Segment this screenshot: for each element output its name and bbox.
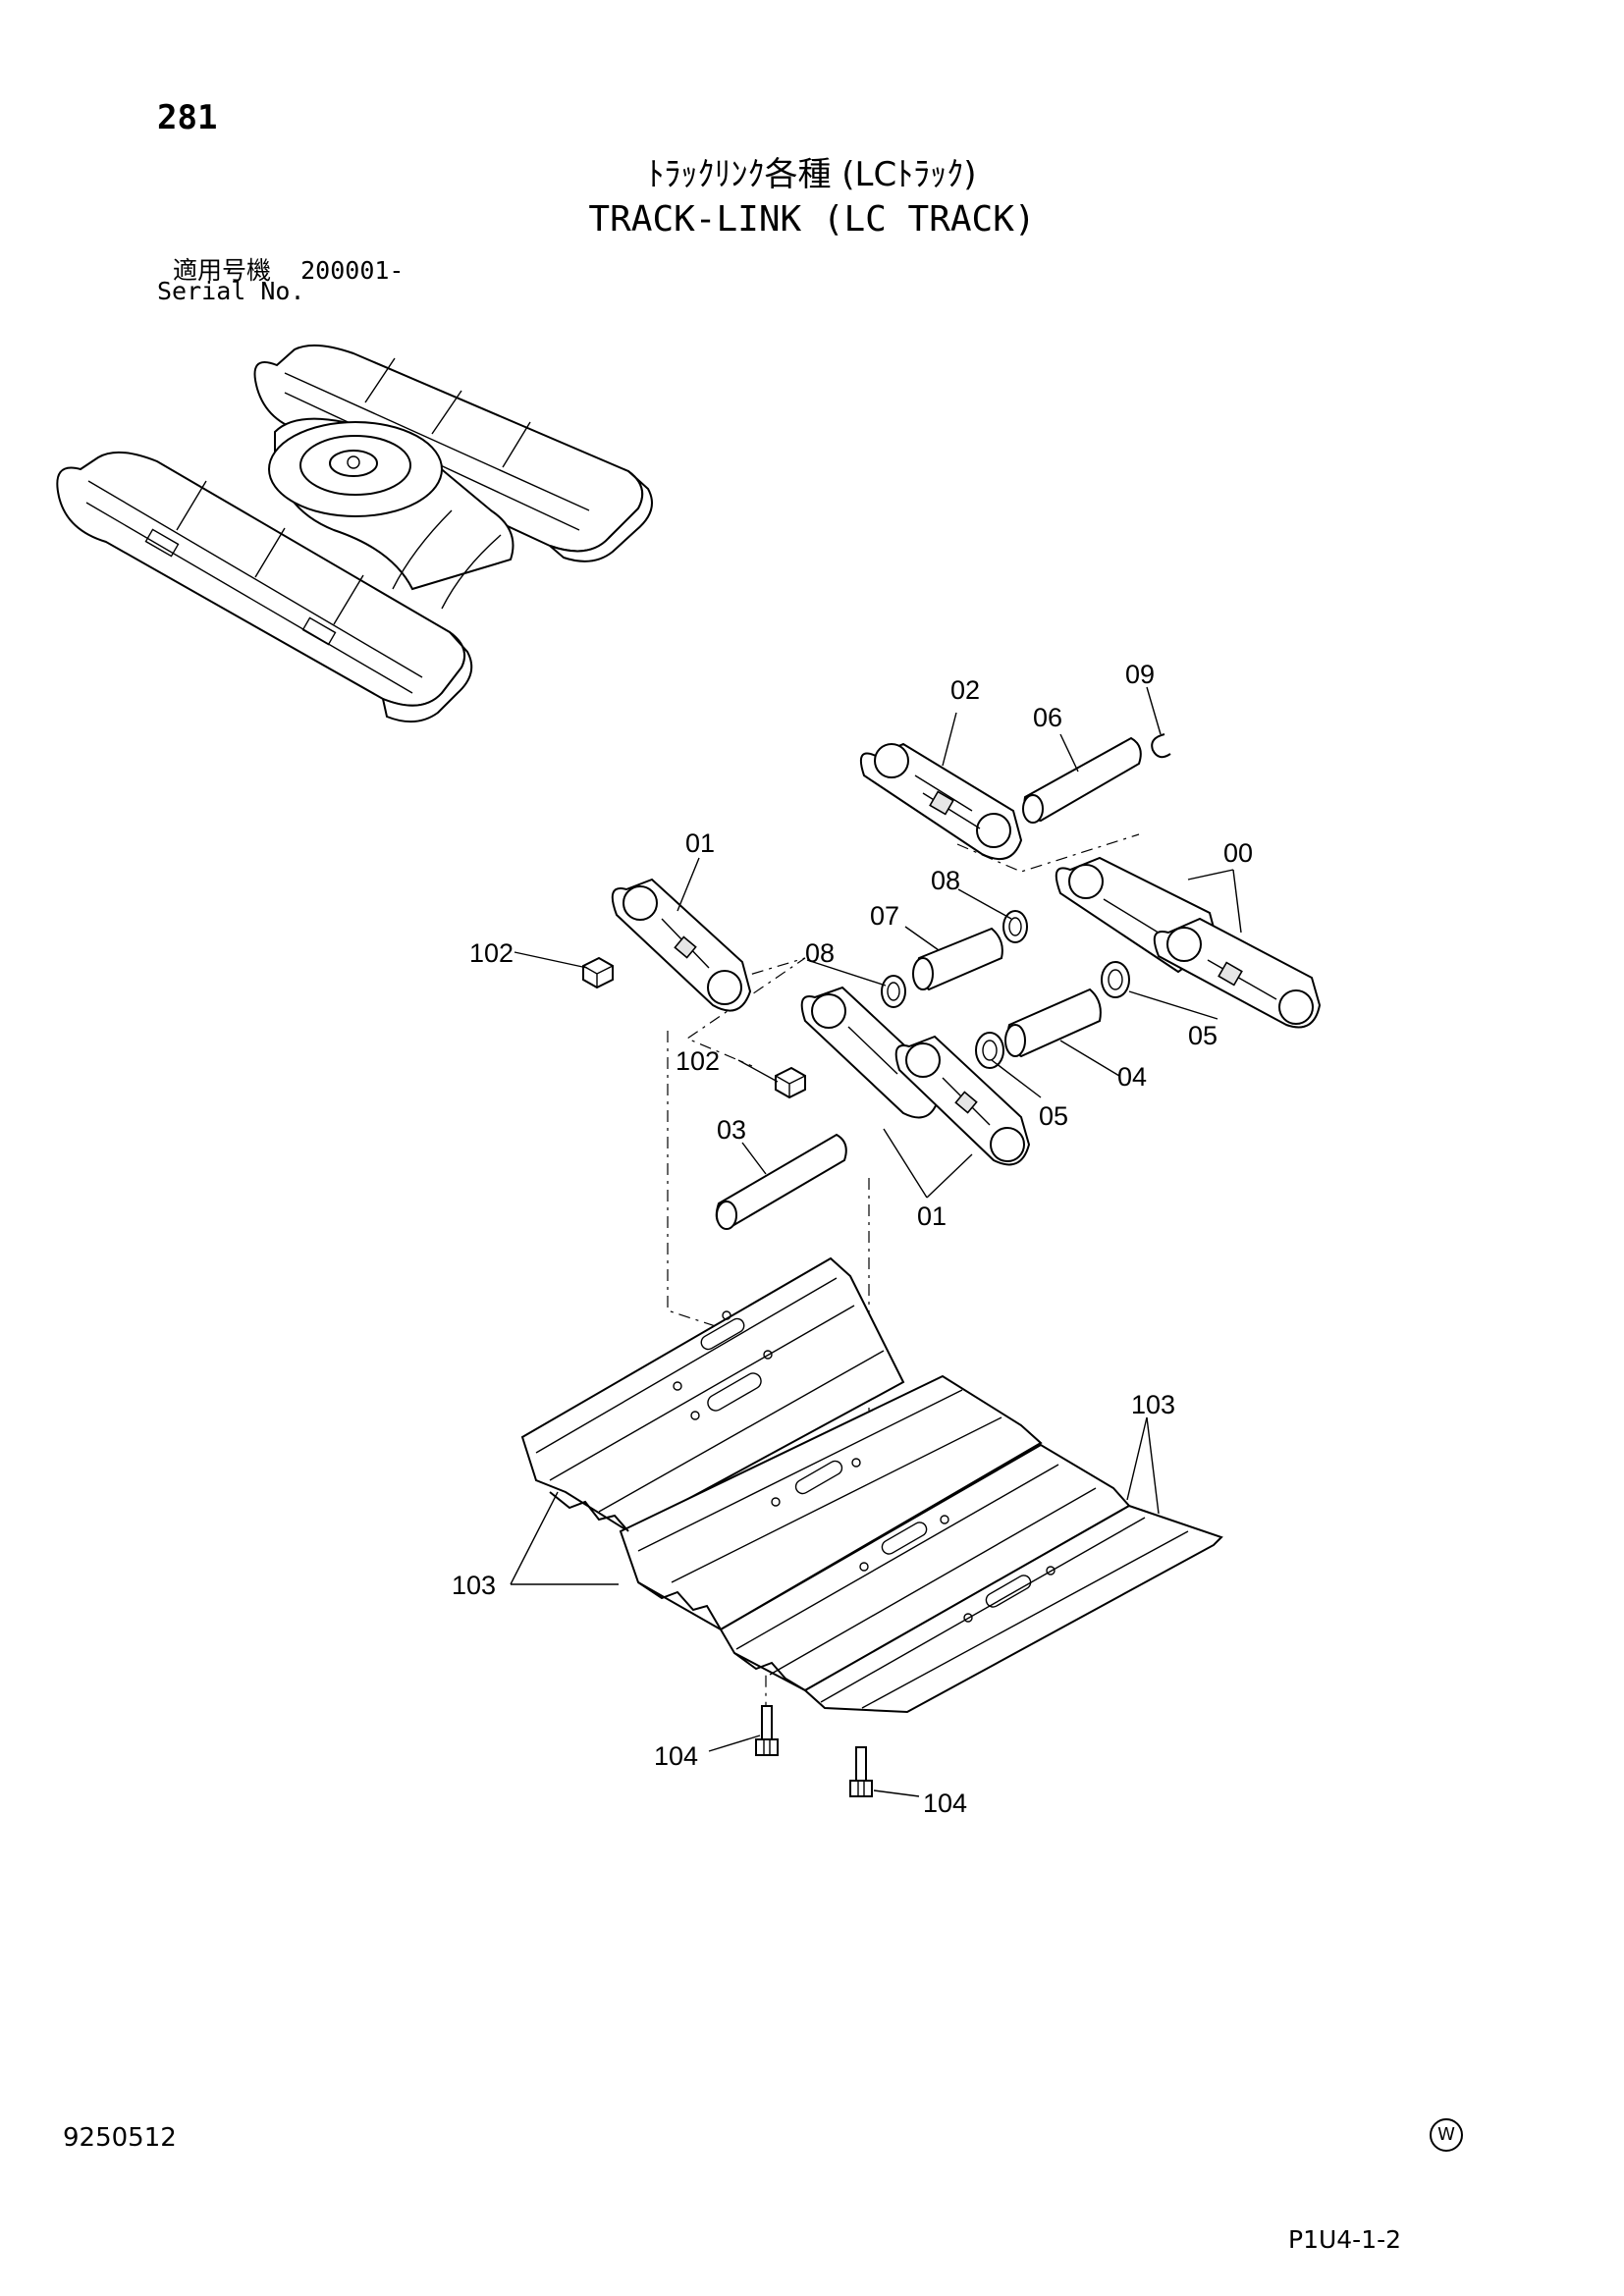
- part-callouts: 02 06 09 00 01 08 07 08 102 05 102 04 05…: [452, 660, 1253, 1818]
- callout-102-lower: 102: [676, 1046, 720, 1076]
- pin-03: [715, 1133, 847, 1230]
- callout-05-right: 05: [1188, 1021, 1218, 1050]
- callout-05-center: 05: [1039, 1101, 1068, 1131]
- page-title-english: TRACK-LINK (LC TRACK): [588, 199, 1036, 240]
- serial-label-japanese: 適用号機: [173, 256, 272, 285]
- callout-06: 06: [1033, 703, 1062, 732]
- callout-08-lower: 08: [805, 938, 835, 968]
- callout-102-upper: 102: [469, 938, 514, 968]
- callout-104-right: 104: [923, 1789, 967, 1818]
- watermark-circle-w: W: [1430, 2118, 1463, 2152]
- serial-value: 200001-: [300, 256, 405, 285]
- seal-05-upper: [1101, 961, 1130, 998]
- callout-02: 02: [950, 675, 980, 705]
- bushing-07: [912, 927, 1003, 991]
- callout-08-upper: 08: [931, 866, 960, 895]
- track-shoes-103: [520, 1256, 1223, 1714]
- bushing-04: [1004, 988, 1102, 1058]
- callout-01-top: 01: [685, 828, 715, 858]
- pin-06: [1022, 736, 1142, 824]
- serial-label-english: Serial No.: [157, 277, 305, 305]
- callout-103-left: 103: [452, 1571, 496, 1600]
- serial-row: 適用号機 200001-: [173, 251, 404, 287]
- callout-01-bottom: 01: [917, 1201, 947, 1231]
- nut-102-lower: [775, 1066, 806, 1099]
- document-number: 9250512: [63, 2123, 177, 2153]
- leader-lines: [510, 686, 1242, 1797]
- track-link-02: [860, 742, 1023, 861]
- seal-08-lower: [881, 975, 906, 1008]
- track-link-01-left: [611, 878, 752, 1012]
- seal-05-lower: [975, 1032, 1004, 1069]
- callout-00: 00: [1223, 838, 1253, 868]
- bolt-104-left: [755, 1705, 779, 1756]
- page-number: 281: [157, 98, 218, 137]
- bolt-104-right: [849, 1746, 873, 1797]
- callout-04: 04: [1117, 1062, 1147, 1092]
- callout-07: 07: [870, 901, 899, 931]
- callout-09: 09: [1125, 660, 1155, 689]
- callout-104-left: 104: [654, 1741, 698, 1771]
- nut-102-upper: [582, 956, 614, 989]
- callout-03: 03: [717, 1115, 746, 1145]
- page-code: P1U4-1-2: [1288, 2225, 1402, 2254]
- track-link-00-pair: [1055, 856, 1322, 1029]
- seal-08-upper: [1002, 910, 1028, 943]
- callout-103-right: 103: [1131, 1390, 1175, 1419]
- undercarriage-illustration: [56, 344, 653, 723]
- page-title-japanese: ﾄﾗｯｸﾘﾝｸ各種 (LCﾄﾗｯｸ): [647, 155, 977, 194]
- track-link-01-pair: [800, 986, 1031, 1166]
- snap-ring-09: [1151, 733, 1171, 759]
